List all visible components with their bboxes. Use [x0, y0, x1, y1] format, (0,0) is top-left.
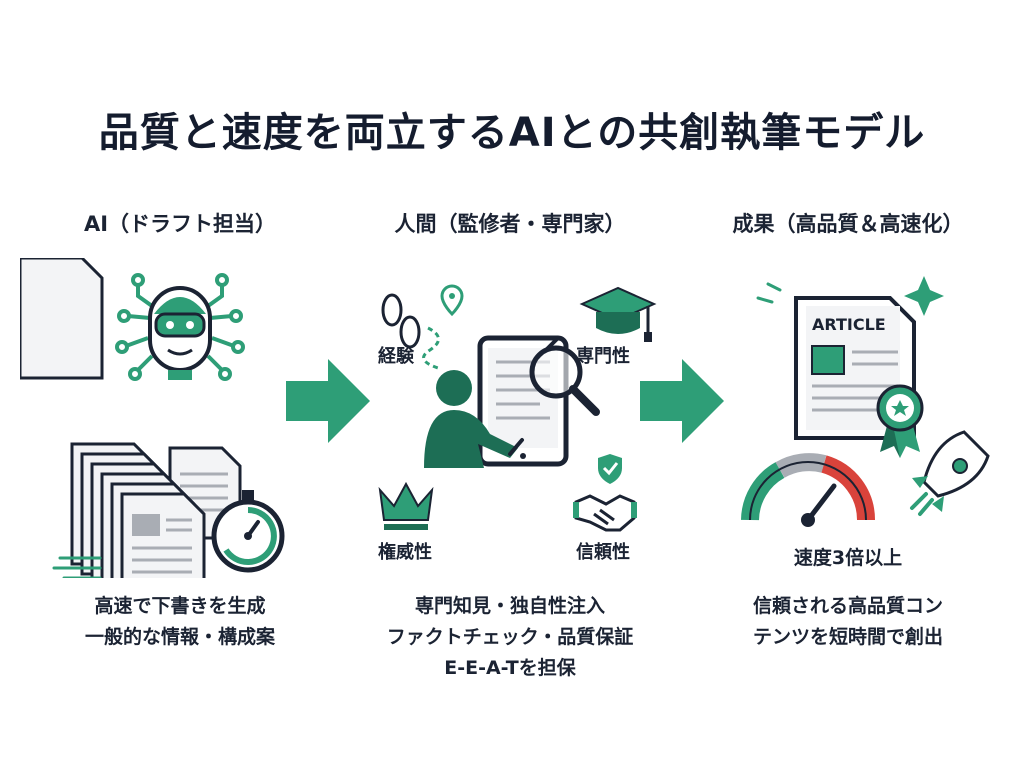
person-icon	[424, 370, 524, 468]
desc-line: 一般的な情報・構成案	[84, 626, 275, 648]
column-outcome: 成果（高品質＆高速化） ARTICLE	[688, 208, 1008, 698]
column-ai: AI（ドラフト担当）	[20, 208, 340, 698]
label-trust: 信頼性	[576, 542, 630, 563]
handshake-icon	[573, 494, 637, 532]
outcome-illustration: ARTICLE	[741, 276, 990, 527]
label-authority: 権威性	[378, 542, 432, 563]
magnifier-icon	[529, 345, 600, 416]
ai-illustration	[20, 258, 285, 578]
desc-line: テンツを短時間で創出	[752, 626, 943, 648]
arrow-right-icon	[640, 359, 724, 443]
footprints-icon	[381, 284, 464, 370]
article-label: ARTICLE	[812, 315, 886, 334]
column-ai-heading: AI（ドラフト担当）	[83, 212, 277, 236]
column-human-description: 専門知見・独自性注入 ファクトチェック・品質保証 E-E-A-Tを担保	[350, 591, 670, 684]
desc-line: 専門知見・独自性注入	[414, 595, 605, 617]
human-illustration	[378, 284, 657, 532]
label-expertise: 専門性	[576, 346, 630, 367]
column-outcome-description: 信頼される高品質コン テンツを短時間で創出	[688, 591, 1008, 653]
award-ribbon-icon	[876, 384, 924, 458]
desc-line: E-E-A-Tを担保	[444, 657, 576, 679]
speedometer-icon	[741, 453, 876, 527]
speed-label: 速度3倍以上	[793, 547, 903, 569]
robot-icon	[115, 273, 245, 381]
column-outcome-heading: 成果（高品質＆高速化）	[732, 212, 964, 236]
desc-line: 高速で下書きを生成	[94, 595, 266, 617]
crown-icon	[378, 481, 434, 530]
desc-line: ファクトチェック・品質保証	[386, 626, 634, 648]
column-human-heading: 人間（監修者・専門家）	[394, 212, 626, 236]
sparkle-icon	[756, 276, 944, 316]
arrow-right-icon	[286, 359, 370, 443]
shield-check-icon	[598, 454, 622, 484]
label-experience: 経験	[378, 346, 414, 367]
rocket-icon	[910, 430, 990, 516]
desc-line: 信頼される高品質コン	[752, 595, 943, 617]
column-human: 人間（監修者・専門家）	[350, 208, 670, 698]
graduation-cap-icon	[579, 286, 657, 342]
stopwatch-icon	[211, 490, 285, 573]
page-title: 品質と速度を両立するAIとの共創執筆モデル	[98, 110, 926, 156]
column-ai-description: 高速で下書きを生成 一般的な情報・構成案	[20, 591, 340, 653]
